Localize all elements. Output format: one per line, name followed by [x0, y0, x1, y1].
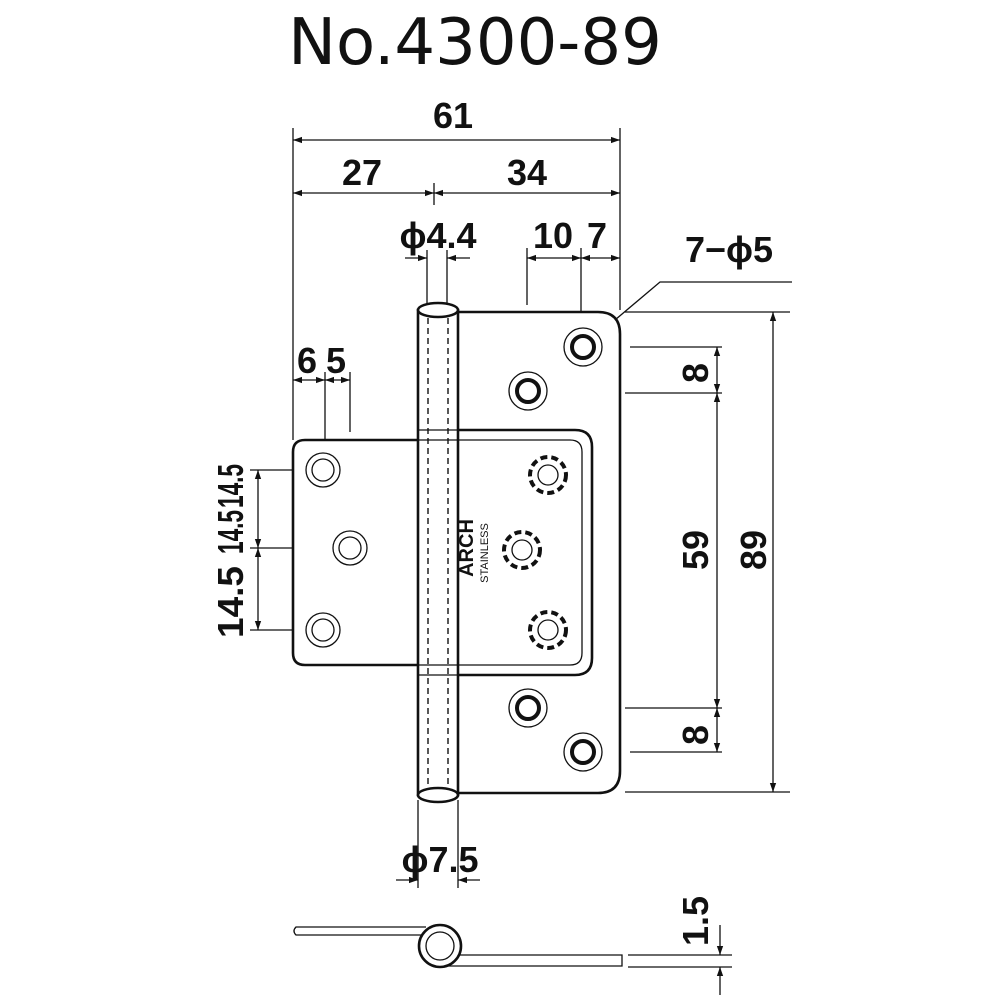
hole-outer [508, 688, 548, 728]
hole-inner [537, 619, 559, 641]
screw-hole-hidden [528, 455, 568, 495]
side-barrel-inner [425, 931, 455, 961]
hole-inner [570, 739, 596, 765]
left-leaf [291, 438, 420, 667]
top-spacing-label: 8 [675, 363, 716, 383]
hole-outer [305, 612, 341, 648]
middle-spacing-label: 59 [675, 530, 716, 570]
left-spacing-label-1: 14.5 [210, 464, 251, 508]
left-spacing-label-3: 14.5 [210, 566, 251, 638]
leaf-tab-outer-outline [456, 428, 594, 677]
hole-outer [508, 371, 548, 411]
barrel-top-cap [416, 301, 460, 319]
hole-outer-dashed [528, 610, 568, 650]
barrel-dimension: ϕ7.5 [396, 800, 480, 888]
left-spacing-label-2: 14.5 [210, 510, 251, 554]
screw-hole [508, 371, 548, 411]
right-dimensions: 8 59 89 8 [625, 311, 790, 793]
screw-hole-hidden [502, 530, 542, 570]
hole-inner [511, 539, 533, 561]
left-width-label: 27 [342, 152, 382, 193]
top-dimensions: 61 27 34 ϕ4.4 10 7 7−ϕ5 [292, 95, 792, 440]
hole-outer [563, 327, 603, 367]
hole-inner [338, 536, 362, 560]
side-barrel-outer [417, 923, 463, 969]
offset-6-label: 6 [297, 340, 317, 381]
hole-inner [537, 464, 559, 486]
hole-outer [305, 452, 341, 488]
hole-inner [515, 695, 541, 721]
hinge-side-view: 1.5 [293, 896, 732, 995]
hole-outer-dashed [502, 530, 542, 570]
brand-marking: ARCH [456, 519, 478, 577]
hole-outer-dashed [528, 455, 568, 495]
hole-inner [311, 618, 335, 642]
leaf-tab-inner-outline [456, 439, 583, 666]
hole-inner [311, 458, 335, 482]
offset-10-label: 10 [533, 215, 573, 256]
screw-hole [305, 452, 341, 488]
material-marking: STAINLESS [479, 523, 491, 583]
side-right-leaf [440, 954, 623, 967]
bottom-spacing-label: 8 [675, 725, 716, 745]
hinge-barrel [416, 308, 460, 797]
drawing-title: No.4300-89 [288, 6, 662, 80]
screw-hole [563, 732, 603, 772]
hole-inner [515, 378, 541, 404]
screw-hole [332, 530, 368, 566]
thickness-label: 1.5 [675, 896, 716, 946]
left-dimensions: 6 5 14.5 14.5 14.5 [210, 340, 351, 638]
overall-width-label: 61 [433, 95, 473, 136]
pin-diameter-label: ϕ4.4 [399, 215, 476, 256]
side-left-leaf [293, 926, 426, 936]
overall-height-label: 89 [733, 530, 774, 570]
hole-inner [570, 334, 596, 360]
hole-callout-leader [595, 281, 792, 337]
offset-5-label: 5 [326, 340, 346, 381]
screw-hole [305, 612, 341, 648]
barrel-diameter-label: ϕ7.5 [401, 839, 478, 880]
hole-outer [563, 732, 603, 772]
hinge-front-view: ARCH STAINLESS [291, 301, 622, 804]
right-width-label: 34 [507, 152, 547, 193]
screw-hole [508, 688, 548, 728]
hole-outer [332, 530, 368, 566]
barrel-bottom-cap [416, 786, 460, 804]
hole-callout-label: 7−ϕ5 [685, 229, 773, 270]
offset-7-label: 7 [587, 215, 607, 256]
screw-hole [563, 327, 603, 367]
screw-hole-hidden [528, 610, 568, 650]
